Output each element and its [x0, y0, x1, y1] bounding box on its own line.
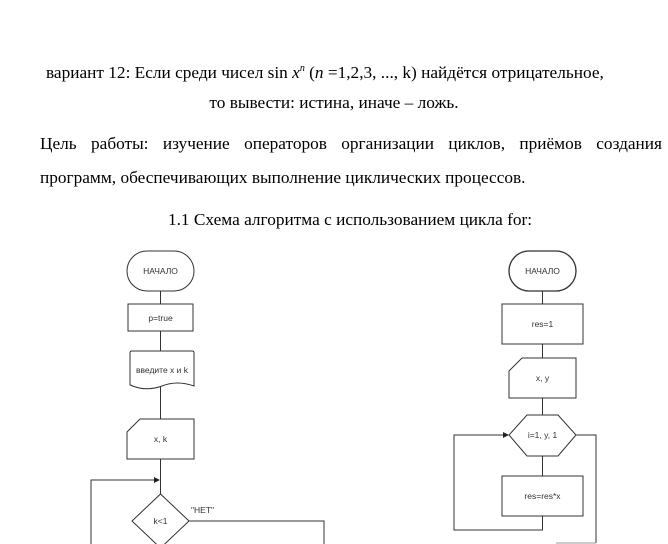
- left-start-label: НАЧАЛО: [143, 266, 178, 276]
- variant-prefix: вариант 12: Если среди чисел sin: [46, 63, 293, 82]
- right-loop-label: i=1, y, 1: [528, 430, 558, 440]
- flowchart-right: НАЧАЛО res=1 x, y i=1, y, 1 res=res*x: [453, 250, 597, 544]
- arrowhead-icon: [154, 477, 160, 483]
- goal-line1: Цель работы: изучение операторов организ…: [40, 134, 662, 153]
- left-no-branch: [189, 520, 325, 544]
- variable-n: n: [314, 63, 324, 82]
- right-start-label: НАЧАЛО: [525, 266, 560, 276]
- goal-line2: программ, обеспечивающих выполнение цикл…: [40, 168, 526, 187]
- right-init-label: res=1: [532, 319, 554, 329]
- left-init-label: p=true: [148, 313, 173, 323]
- variant-statement-line2: то вывести: истина, иначе – ложь.: [209, 93, 459, 112]
- left-loop-return: [90, 479, 156, 544]
- section-heading: 1.1 Схема алгоритма с использованием цик…: [167, 210, 533, 229]
- left-no-label: "НЕТ": [191, 505, 214, 515]
- variant-rest: =1,2,3, ..., k) найдётся отрицательное,: [323, 63, 604, 82]
- paren-open: (: [304, 63, 315, 82]
- left-prompt-label: введите x и k: [136, 365, 189, 375]
- exponent-n: n: [299, 63, 305, 74]
- right-input-label: x, y: [536, 373, 550, 383]
- right-loop-exit: [576, 434, 597, 543]
- right-body-process: [501, 475, 584, 517]
- right-body-label: res=res*x: [524, 491, 561, 501]
- left-input-label: x, k: [154, 434, 168, 444]
- variant-statement-line1: вариант 12: Если среди чисел sin xn (n =…: [46, 59, 604, 83]
- left-condition-decision: [131, 493, 190, 544]
- arrowhead-icon: [503, 432, 509, 438]
- variable-x: x: [292, 63, 300, 82]
- left-prompt-display: [129, 350, 195, 390]
- flowchart-left: НАЧАЛО p=true введите x и k x, k k<1 "НЕ…: [90, 250, 325, 544]
- left-condition-label: k<1: [154, 516, 168, 526]
- left-init-process: [127, 303, 194, 332]
- right-loop-return: [453, 434, 543, 531]
